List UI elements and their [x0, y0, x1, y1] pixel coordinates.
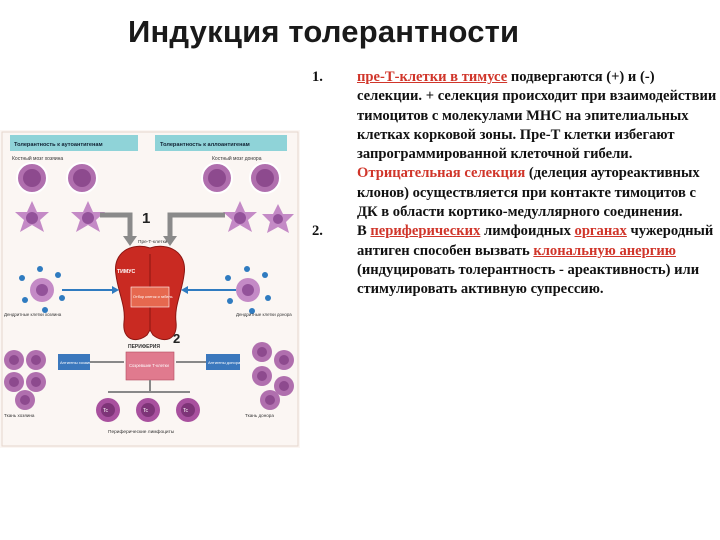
- label-periphery: ПЕРИФЕРИЯ: [128, 344, 160, 350]
- label-tissue-left: Ткань хозяина: [4, 413, 35, 418]
- label-dc-right: Дендритные клетки донора: [236, 312, 292, 317]
- list-2-segment: органах: [574, 223, 627, 240]
- label-tissue-right: Ткань донора: [245, 413, 274, 418]
- label-bm-own: Костный мозг хозяина: [12, 155, 63, 162]
- lymphocyte-2: Tc: [136, 398, 160, 422]
- list-1-segment: (делеция аутореактивных клонов) осуществ…: [357, 165, 700, 221]
- label-dc-left: Дендритные клетки хозяина: [4, 312, 62, 317]
- list-2-segment: периферических: [370, 223, 481, 240]
- dendritic-cell-right: [225, 266, 271, 314]
- list-number-2: 2.: [312, 223, 323, 240]
- label-pre-t: Пре-Т-клетки: [138, 239, 168, 245]
- explanation-list: 1. пре-Т-клетки в тимусе подвергаются (+…: [310, 68, 720, 300]
- list-text-2: В периферических лимфоидных органах чуже…: [357, 223, 713, 297]
- list-1-segment: подвергаются (+) и (-) селекции. + селек…: [357, 69, 717, 163]
- list-item-1: 1. пре-Т-клетки в тимусе подвергаются (+…: [310, 68, 720, 222]
- list-2-segment: (индуцировать толерантность - ареактивно…: [357, 261, 700, 298]
- list-1-segment: Отрицательная селекция: [357, 165, 526, 182]
- lymphocyte-1: Tc: [96, 398, 120, 422]
- list-2-segment: клональную анергию: [533, 242, 676, 259]
- label-thymus: ТИМУС: [117, 269, 135, 275]
- label-death-box: Отбор клеток и гибель: [133, 295, 173, 299]
- tolerance-figure: Толерантность к аутоантигенам Толерантно…: [0, 130, 300, 448]
- svg-text:Tc: Tc: [103, 408, 109, 414]
- stem-cell-right-1: [201, 162, 233, 194]
- tissue-cells-right: [252, 342, 294, 410]
- label-bottom: Периферические лимфоциты: [108, 429, 175, 435]
- star-cell-right-1: [223, 201, 257, 232]
- svg-text:Tc: Tc: [143, 408, 149, 414]
- stem-cell-right-2: [249, 162, 281, 194]
- lymphocyte-3: Tc: [176, 398, 200, 422]
- star-cell-right-2: [262, 204, 294, 233]
- svg-text:Tc: Tc: [183, 408, 189, 414]
- star-cell-left-1: [15, 201, 49, 232]
- list-item-2: 2. В периферических лимфоидных органах ч…: [310, 222, 720, 299]
- marker-2: 2: [173, 331, 180, 346]
- dendritic-cell-left: [19, 266, 65, 313]
- slide-title: Индукция толерантности: [128, 14, 520, 49]
- figure-header-right: Толерантность к аллоантигенам: [160, 142, 250, 148]
- list-text-1: пре-Т-клетки в тимусе подвергаются (+) и…: [357, 69, 716, 220]
- list-2-segment: чужеродный антиген способен вызвать: [357, 223, 714, 259]
- stem-cell-left-2: [66, 162, 98, 194]
- marker-1: 1: [142, 210, 150, 227]
- figure-header-left: Толерантность к аутоантигенам: [14, 142, 103, 148]
- label-antigen-left: Антигены хозяина: [60, 360, 94, 365]
- label-antigen-right: Антигены донора: [208, 360, 241, 365]
- star-cell-left-2: [71, 201, 105, 232]
- list-2-segment: лимфоидных: [480, 223, 575, 240]
- list-2-segment: В: [357, 223, 371, 240]
- arrow-right-in: [167, 212, 225, 238]
- list-number-1: 1.: [312, 69, 323, 85]
- label-mature-box: Созревшие Т-клетки: [129, 363, 170, 368]
- list-1-segment: пре-Т-клетки в тимусе: [357, 69, 508, 85]
- stem-cell-left-1: [16, 162, 48, 194]
- tissue-cells-left: [4, 350, 46, 410]
- label-bm-donor: Костный мозг донора: [212, 155, 262, 162]
- arrow-left-in: [100, 212, 133, 238]
